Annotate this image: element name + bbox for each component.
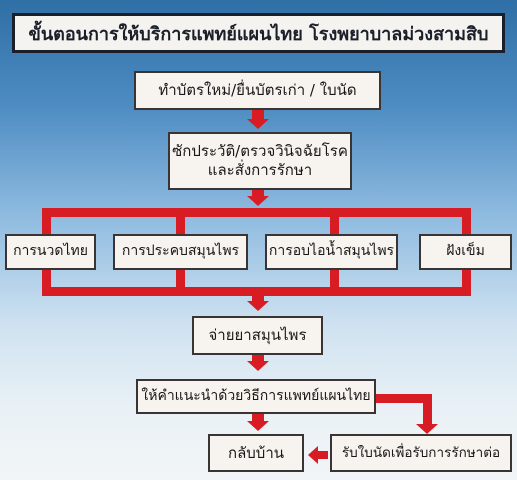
step-diagnose-line1: ซักประวัติ/ตรวจวินิจฉัยโรค	[172, 142, 348, 161]
arrow-diagnose-split	[247, 196, 269, 206]
merge-rise-massage	[42, 270, 51, 296]
step-dispense: จ่ายยาสมุนไพร	[192, 316, 323, 355]
branch-top-bar	[42, 208, 471, 217]
step-diagnose-line2: และสั่งการรักษา	[207, 161, 313, 179]
arrow-register-diagnose	[247, 119, 269, 129]
connector-register-diagnose	[252, 110, 264, 119]
connector-advice-home	[252, 414, 264, 421]
connector-diagnose-split	[252, 190, 264, 196]
step-advice: ให้คำแนะนำด้วยวิธีการแพทย์แผนไทย	[136, 379, 376, 414]
step-go-home: กลับบ้าน	[208, 434, 304, 472]
merge-rise-compress	[176, 270, 185, 296]
branch-drop-massage	[42, 208, 51, 234]
merge-bottom-bar	[42, 287, 471, 296]
connector-merge-dispense	[252, 296, 264, 301]
arrow-appointment-home	[308, 446, 318, 464]
step-herbal-steam: การอบไอน้ำสมุนไพร	[265, 234, 398, 270]
connector-advice-appointment-v	[423, 394, 432, 424]
step-acupuncture: ฝังเข็ม	[419, 234, 512, 270]
arrow-dispense-advice	[247, 361, 269, 371]
connector-advice-appointment-h	[376, 394, 432, 403]
branch-drop-acupuncture	[462, 208, 471, 234]
connector-dispense-advice	[252, 355, 264, 361]
arrow-advice-home	[247, 421, 269, 431]
connector-appointment-home	[318, 451, 328, 459]
branch-drop-compress	[176, 208, 185, 234]
flowchart-title: ขั้นตอนการให้บริการแพทย์แผนไทย โรงพยาบาล…	[12, 13, 505, 53]
merge-rise-steam	[330, 270, 339, 296]
step-diagnose: ซักประวัติ/ตรวจวินิจฉัยโรค และสั่งการรัก…	[168, 132, 352, 190]
step-herbal-compress: การประคบสมุนไพร	[113, 234, 248, 270]
step-appointment: รับใบนัดเพื่อรับการรักษาต่อ	[330, 434, 512, 472]
arrow-merge-dispense	[247, 301, 269, 311]
step-register: ทำบัตรใหม่/ยื่นบัตรเก่า / ใบนัด	[134, 71, 381, 110]
arrow-advice-appointment	[416, 424, 438, 434]
merge-rise-acupuncture	[462, 270, 471, 296]
branch-drop-steam	[330, 208, 339, 234]
step-massage: การนวดไทย	[5, 234, 96, 270]
